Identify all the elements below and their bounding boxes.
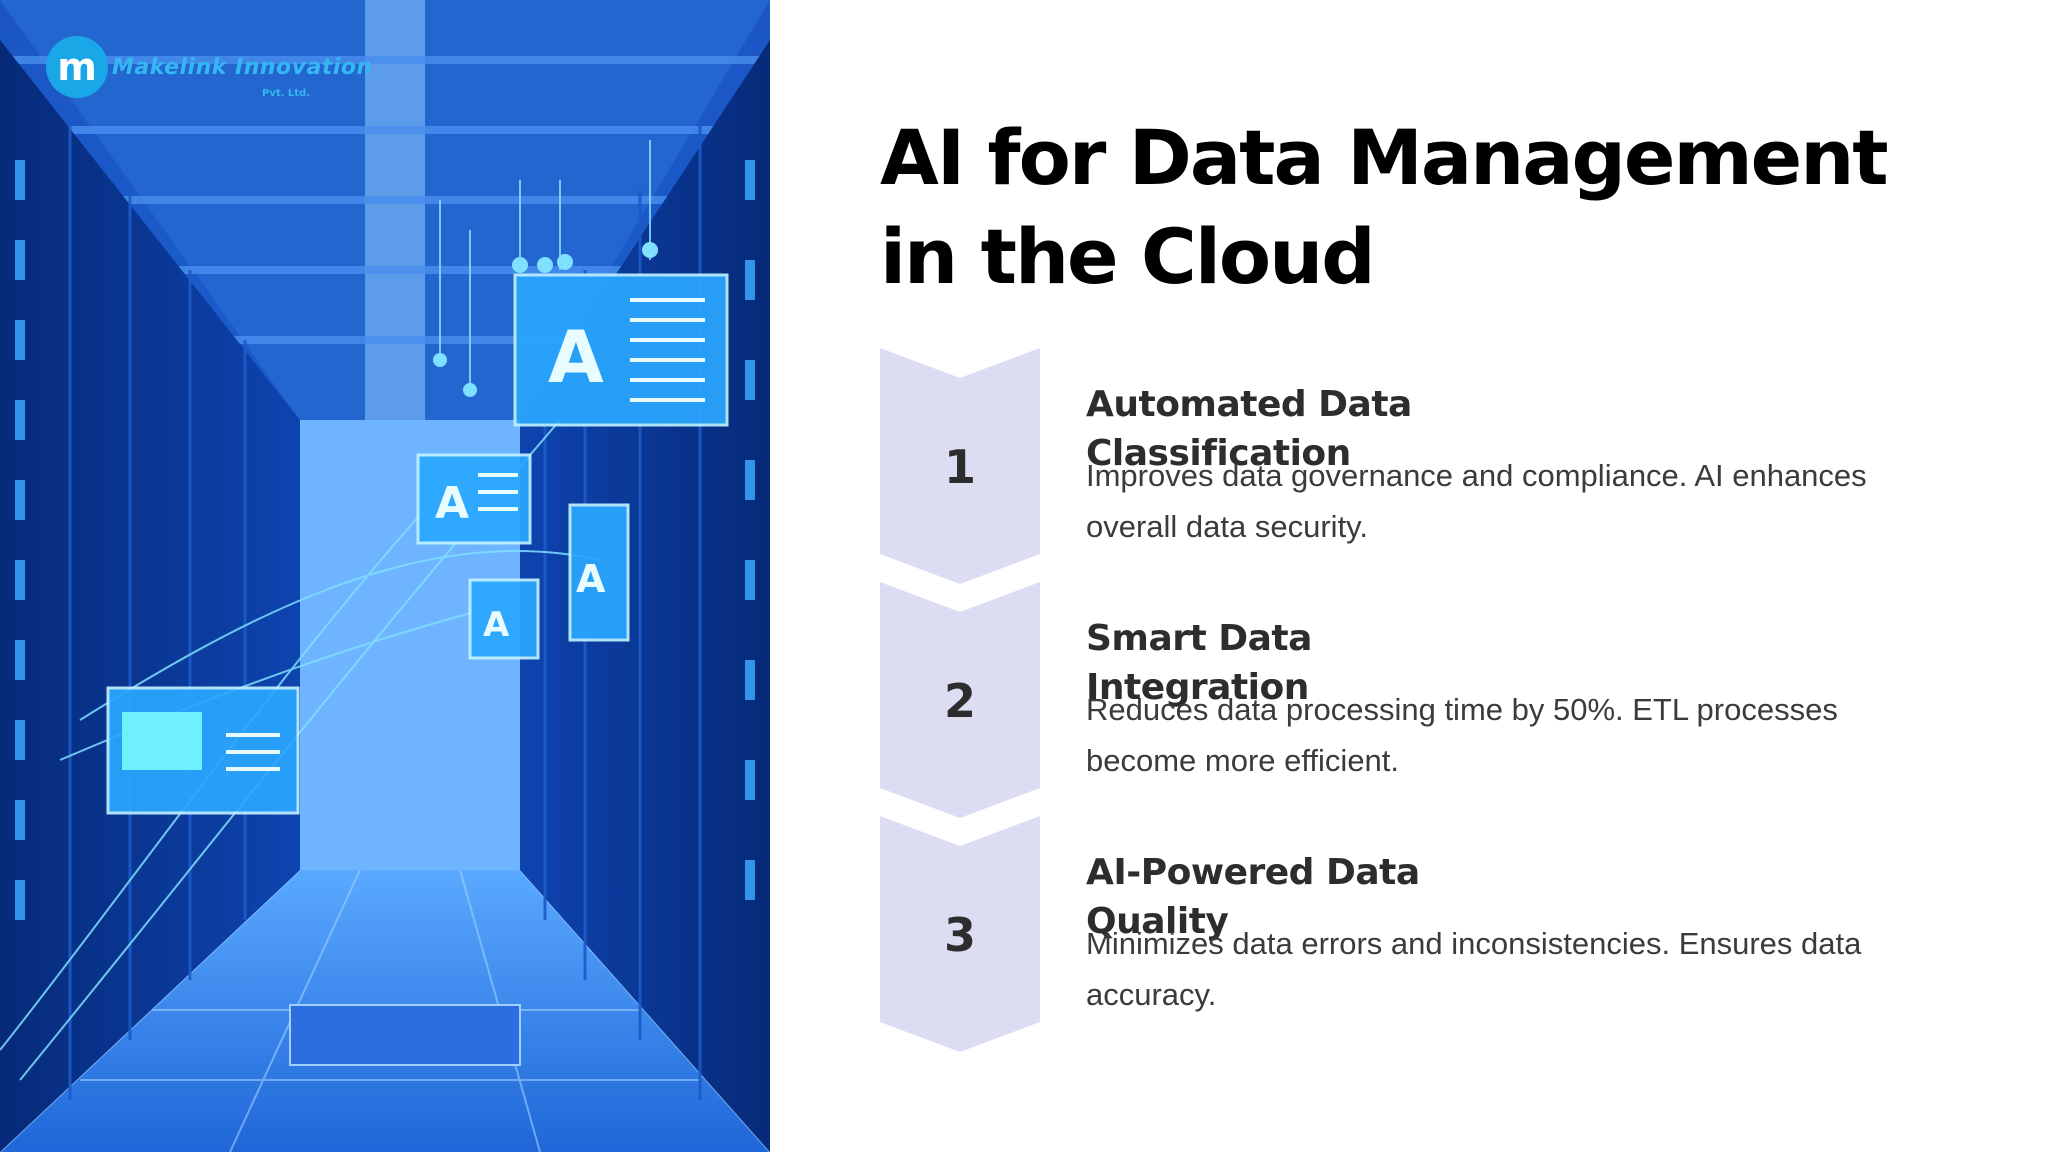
company-logo: m Makelink Innovation	[46, 36, 373, 98]
logo-company-name: Makelink Innovation	[112, 54, 373, 80]
step-number: 2	[943, 674, 976, 728]
chevron-shape-icon	[880, 816, 1040, 1052]
step-marker-2: 2	[880, 582, 1040, 818]
svg-text:A: A	[435, 478, 469, 529]
step-number: 1	[943, 440, 976, 494]
logo-company-suffix: Pvt. Ltd.	[262, 88, 311, 99]
step-number: 3	[943, 908, 976, 962]
step-marker-3: 3	[880, 816, 1040, 1052]
logo-mark-icon: m	[46, 36, 108, 98]
chevron-shape-icon	[880, 582, 1040, 818]
step-description-1: Improves data governance and compliance.…	[1086, 458, 1867, 544]
svg-text:A: A	[483, 605, 510, 645]
step-title-2: Smart Data Integration	[1086, 618, 1312, 708]
step-title-1: Automated Data Classification	[1086, 384, 1412, 474]
svg-text:A: A	[548, 315, 604, 399]
data-center-illustration: A A A A	[0, 0, 770, 1152]
step-marker-1: 1	[880, 348, 1040, 584]
step-description-2: Reduces data processing time by 50%. ETL…	[1086, 692, 1838, 778]
slide-title: AI for Data Management in the Cloud	[880, 113, 1889, 301]
svg-text:A: A	[576, 557, 606, 601]
step-description-3: Minimizes data errors and inconsistencie…	[1086, 926, 1862, 1012]
chevron-shape-icon	[880, 348, 1040, 584]
hero-image-data-center: A A A A m Makelink Innovation Pvt. Ltd.	[0, 0, 770, 1152]
step-title-3: AI-Powered Data Quality	[1086, 852, 1420, 942]
